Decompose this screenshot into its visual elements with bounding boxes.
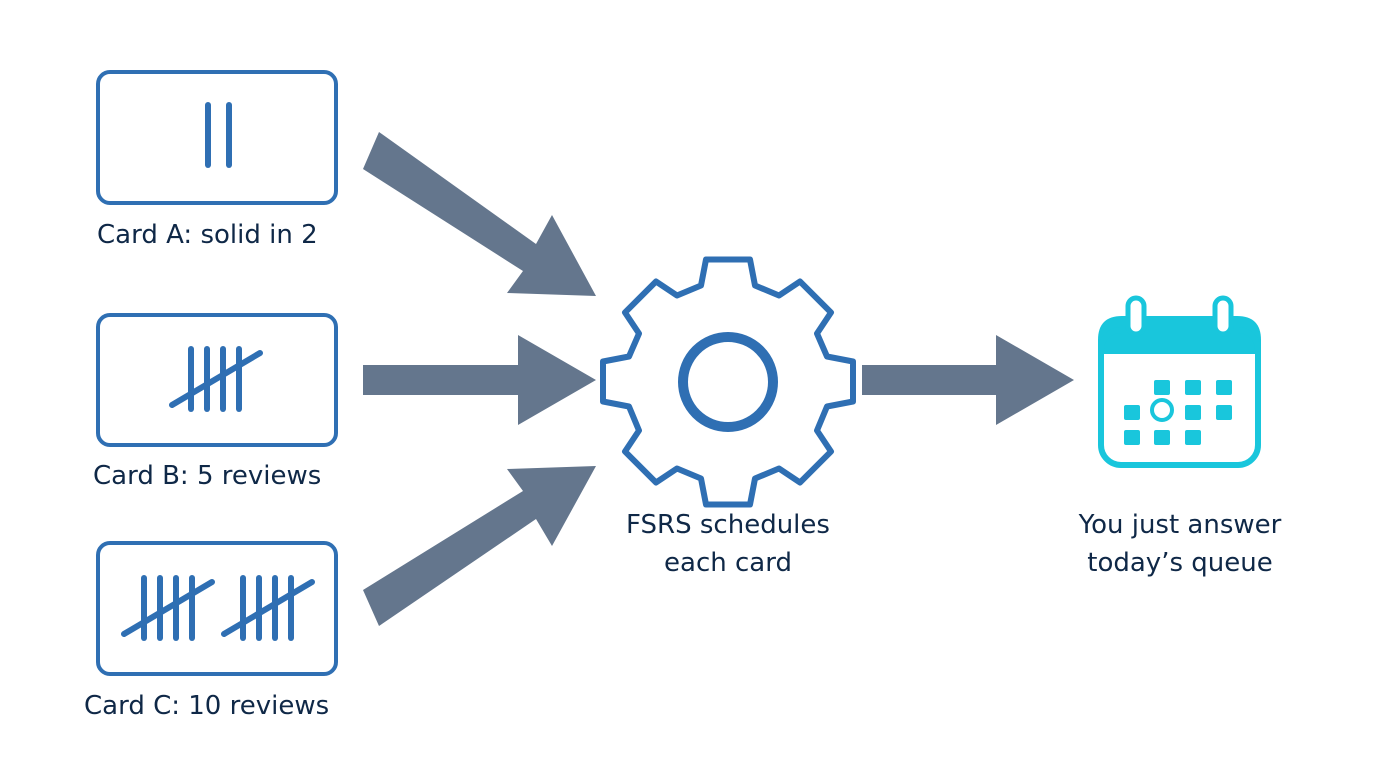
arrow-scheduler-to-calendar [862, 335, 1074, 425]
today-marker-icon [1150, 398, 1174, 422]
card-b [96, 313, 338, 447]
arrow-card-a-to-scheduler [363, 132, 596, 296]
card-a [96, 70, 338, 205]
scheduler-label-line-2: each card [664, 548, 792, 578]
gear-icon [600, 256, 856, 508]
card-a-label: Card A: solid in 2 [97, 220, 318, 250]
arrow-card-b-to-scheduler [363, 335, 596, 425]
tally-marks-10-icon [121, 575, 315, 641]
output-label-line-1: You just answer [1078, 510, 1282, 540]
card-c [96, 541, 338, 676]
card-a-box [96, 70, 338, 205]
card-b-label: Card B: 5 reviews [93, 461, 322, 491]
tally-marks-2-icon [205, 102, 232, 168]
scheduler-label: FSRS schedules each card [578, 506, 878, 582]
output-label: You just answer today’s queue [1030, 506, 1330, 582]
calendar-icon [1098, 295, 1261, 468]
scheduler-label-line-1: FSRS schedules [626, 510, 830, 540]
output-label-line-2: today’s queue [1087, 548, 1273, 578]
card-c-box [96, 541, 338, 676]
tally-marks-5-icon [169, 346, 263, 412]
arrow-card-c-to-scheduler [363, 466, 596, 626]
card-c-label: Card C: 10 reviews [84, 691, 330, 721]
